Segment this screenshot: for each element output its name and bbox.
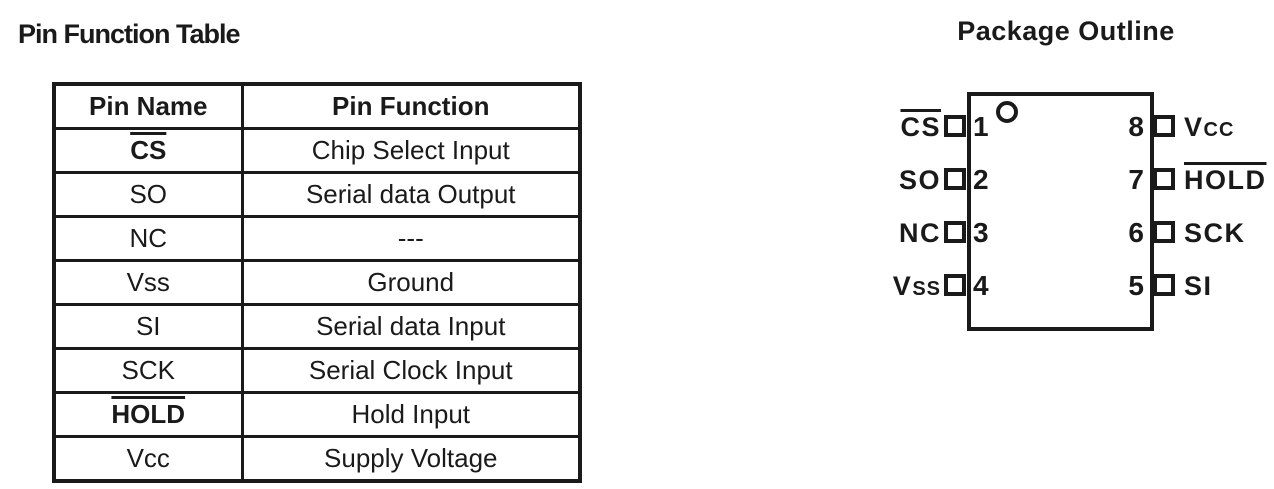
pin-label-si: SI [1184, 271, 1274, 301]
table-row-sck: SCK Serial Clock Input [52, 347, 582, 394]
pin-label-so-text: SO [898, 165, 941, 195]
pin-function-cell: Supply Voltage [240, 435, 582, 483]
table-row-so: SO Serial data Output [52, 171, 582, 218]
pin-number-5: 5 [1128, 270, 1144, 301]
pin-label-si-text: SI [1184, 271, 1213, 301]
pin-function-cell: --- [240, 215, 582, 262]
table-row-cs: CS Chip Select Input [52, 127, 582, 174]
pin-number-1: 1 [973, 111, 989, 142]
pin-pad-3 [944, 221, 966, 243]
pin-name-cell: CS [52, 127, 244, 174]
table-row-nc: NC --- [52, 215, 582, 262]
pin-number-3: 3 [973, 217, 989, 248]
table-row-vss: Vss Ground [52, 259, 582, 306]
col-header-pin-function: Pin Function [240, 82, 582, 130]
pin-label-so: SO [771, 165, 941, 195]
pin-pad-7 [1153, 168, 1175, 190]
pin-label-vcc: VCC [1184, 112, 1274, 145]
pin-number-2: 2 [973, 164, 989, 195]
pin1-indicator-icon [996, 101, 1018, 123]
pin-label-nc-text: NC [899, 218, 941, 248]
pin-pad-8 [1153, 115, 1175, 137]
pin-name-cell: SO [52, 171, 244, 218]
pin-name-cell: Vss [52, 259, 244, 306]
pin-name-cell: HOLD [52, 391, 244, 438]
pin-function-cell: Hold Input [240, 391, 582, 438]
pin-label-nc: NC [771, 218, 941, 248]
pin-name-cell: SI [52, 303, 244, 350]
pin-name-cell: Vcc [52, 435, 244, 483]
pin-label-hold-text: HOLD [1184, 165, 1267, 195]
pin-function-table: Pin Name Pin Function CS Chip Select Inp… [52, 82, 582, 483]
pin-pad-1 [944, 115, 966, 137]
pin-number-8: 8 [1128, 111, 1144, 142]
pin-number-7: 7 [1128, 164, 1144, 195]
chip-body [967, 92, 1154, 331]
pin-label-vss: VSS [771, 271, 941, 304]
pin-pad-5 [1153, 274, 1175, 296]
pin-pad-2 [944, 168, 966, 190]
pin-function-cell: Ground [240, 259, 582, 306]
pin-pad-4 [944, 274, 966, 296]
pin-function-cell: Chip Select Input [240, 127, 582, 174]
table-row-hold: HOLD Hold Input [52, 391, 582, 438]
pin-table-title: Pin Function Table [18, 19, 240, 49]
table-row-vcc: Vcc Supply Voltage [52, 435, 582, 483]
pin-label-vcc-text: V [1184, 112, 1204, 142]
pin-function-cell: Serial data Output [240, 171, 582, 218]
pin-function-cell: Serial data Input [240, 303, 582, 350]
pin-label-vss-suffix: SS [912, 278, 941, 300]
pin-label-sck: SCK [1184, 218, 1274, 248]
package-title: Package Outline [957, 16, 1175, 46]
col-header-pin-name: Pin Name [52, 82, 244, 130]
table-header-row: Pin Name Pin Function [52, 82, 582, 130]
pin-number-4: 4 [973, 270, 989, 301]
pin-name-cell: NC [52, 215, 244, 262]
pin-function-cell: Serial Clock Input [240, 347, 582, 394]
pin-label-cs-text: CS [900, 112, 941, 142]
pin-name-cs: CS [130, 135, 167, 165]
pin-label-hold: HOLD [1184, 165, 1274, 195]
table-row-si: SI Serial data Input [52, 303, 582, 350]
pin-label-vss-text: V [892, 271, 913, 301]
pin-name-cell: SCK [52, 347, 244, 394]
pin-label-cs: CS [771, 112, 941, 142]
pin-pad-6 [1153, 221, 1175, 243]
pin-number-6: 6 [1128, 217, 1144, 248]
pin-name-hold: HOLD [111, 399, 186, 429]
pin-label-sck-text: SCK [1184, 218, 1246, 248]
pin-label-vcc-suffix: CC [1203, 119, 1235, 141]
